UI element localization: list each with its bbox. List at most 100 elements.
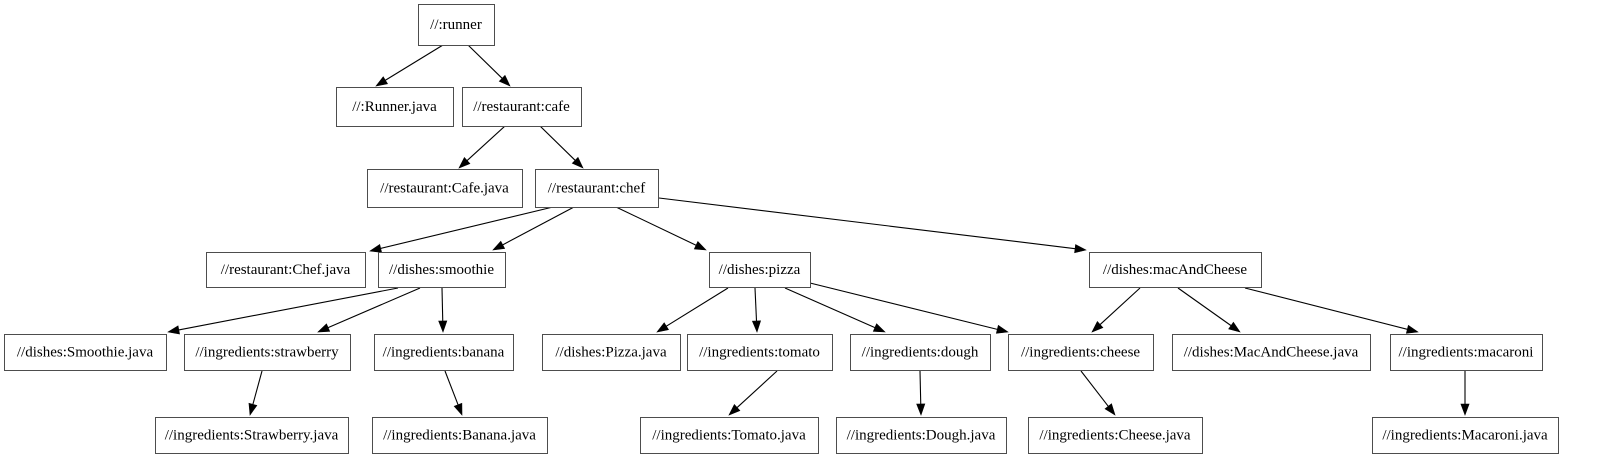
node-box[interactable]: [836, 417, 1007, 454]
node-box[interactable]: [4, 334, 167, 371]
node-label: //ingredients:strawberry: [195, 344, 339, 360]
node-box[interactable]: [1028, 417, 1203, 454]
graph-edge: [1091, 287, 1141, 333]
node-box[interactable]: [709, 252, 811, 288]
graph-node[interactable]: //dishes:Pizza.java: [542, 334, 681, 371]
graph-edge: [375, 44, 444, 87]
graph-node[interactable]: //ingredients:Macaroni.java: [1372, 417, 1559, 454]
graph-node[interactable]: //ingredients:macaroni: [1390, 334, 1543, 371]
edge-line: [380, 206, 554, 249]
graph-node[interactable]: //ingredients:Cheese.java: [1028, 417, 1203, 454]
graph-node[interactable]: //ingredients:Strawberry.java: [155, 417, 349, 454]
graph-node[interactable]: //dishes:Smoothie.java: [4, 334, 167, 371]
graph-edge: [658, 197, 1087, 254]
node-box[interactable]: [1390, 334, 1543, 371]
node-label: //dishes:MacAndCheese.java: [1184, 344, 1359, 360]
edge-line: [502, 206, 575, 246]
node-box[interactable]: [378, 252, 506, 288]
node-box[interactable]: [1372, 417, 1559, 454]
node-label: //ingredients:Dough.java: [847, 427, 996, 443]
graph-node[interactable]: //restaurant:Cafe.java: [367, 169, 523, 208]
edge-line: [809, 282, 998, 330]
node-box[interactable]: [542, 334, 681, 371]
edge-arrowhead-icon: [453, 402, 463, 416]
node-label: //ingredients:tomato: [699, 344, 820, 360]
graph-node[interactable]: //restaurant:cafe: [462, 87, 582, 127]
edge-line: [1099, 287, 1141, 325]
node-box[interactable]: [535, 169, 659, 208]
node-box[interactable]: [374, 334, 514, 371]
edge-line: [178, 287, 399, 331]
graph-node[interactable]: //:Runner.java: [336, 87, 454, 127]
graph-edge: [444, 370, 463, 416]
node-box[interactable]: [155, 417, 349, 454]
node-box[interactable]: [206, 252, 366, 288]
edge-line: [444, 370, 459, 405]
edge-line: [1244, 287, 1408, 330]
graph-node[interactable]: //dishes:pizza: [709, 252, 811, 288]
edge-arrowhead-icon: [1460, 403, 1470, 416]
graph-node[interactable]: //dishes:MacAndCheese.java: [1172, 334, 1371, 371]
edge-arrowhead-icon: [317, 323, 331, 333]
node-box[interactable]: [336, 87, 454, 127]
graph-node[interactable]: //dishes:macAndCheese: [1089, 252, 1262, 288]
node-label: //dishes:Pizza.java: [555, 344, 667, 360]
edge-line: [919, 370, 922, 405]
node-box[interactable]: [184, 334, 351, 371]
edge-arrowhead-icon: [498, 74, 511, 87]
graph-node[interactable]: //ingredients:cheese: [1008, 334, 1154, 371]
graph-edges-layer: [167, 44, 1470, 416]
graph-edge: [317, 287, 421, 333]
graph-edge: [492, 206, 575, 251]
edge-line: [539, 125, 576, 161]
graph-edge: [458, 125, 506, 169]
graph-edge: [167, 287, 399, 335]
graph-node[interactable]: //ingredients:Dough.java: [836, 417, 1007, 454]
edge-arrowhead-icon: [1405, 324, 1419, 334]
graph-edge: [539, 125, 584, 169]
graph-node[interactable]: //ingredients:Tomato.java: [640, 417, 819, 454]
edge-arrowhead-icon: [1074, 244, 1087, 254]
graph-node[interactable]: //ingredients:banana: [374, 334, 514, 371]
node-label: //ingredients:Macaroni.java: [1382, 427, 1548, 443]
node-label: //dishes:smoothie: [389, 262, 494, 278]
edge-arrowhead-icon: [656, 322, 669, 333]
node-box[interactable]: [850, 334, 991, 371]
graph-edge: [784, 287, 886, 333]
edge-line: [784, 287, 876, 329]
edge-arrowhead-icon: [369, 243, 383, 253]
node-box[interactable]: [1089, 252, 1262, 288]
node-label: //restaurant:Chef.java: [221, 262, 351, 278]
graph-edge: [809, 282, 1009, 334]
node-box[interactable]: [367, 169, 523, 208]
graph-edge: [1244, 287, 1419, 334]
node-label: //ingredients:cheese: [1021, 344, 1140, 360]
edge-line: [736, 370, 778, 408]
node-box[interactable]: [1172, 334, 1371, 371]
node-box[interactable]: [1008, 334, 1154, 371]
graph-node[interactable]: //dishes:smoothie: [378, 252, 506, 288]
graph-edge: [728, 370, 778, 416]
edge-arrowhead-icon: [1104, 403, 1116, 416]
graph-node[interactable]: //ingredients:tomato: [687, 334, 833, 371]
graph-node[interactable]: //ingredients:strawberry: [184, 334, 351, 371]
edge-line: [252, 370, 263, 405]
edge-line: [385, 44, 444, 81]
node-box[interactable]: [372, 417, 548, 454]
graph-edge: [916, 370, 926, 416]
node-box[interactable]: [687, 334, 833, 371]
graph-node[interactable]: //:runner: [418, 4, 495, 46]
node-label: //:runner: [430, 17, 482, 33]
graph-node[interactable]: //restaurant:chef: [535, 169, 659, 208]
graph-edge: [1080, 370, 1116, 416]
graph-node[interactable]: //ingredients:dough: [850, 334, 991, 371]
node-box[interactable]: [640, 417, 819, 454]
graph-node[interactable]: //ingredients:Banana.java: [372, 417, 548, 454]
edge-arrowhead-icon: [728, 404, 741, 416]
node-box[interactable]: [462, 87, 582, 127]
node-box[interactable]: [418, 4, 495, 46]
graph-node[interactable]: //restaurant:Chef.java: [206, 252, 366, 288]
node-label: //restaurant:Cafe.java: [380, 180, 509, 196]
